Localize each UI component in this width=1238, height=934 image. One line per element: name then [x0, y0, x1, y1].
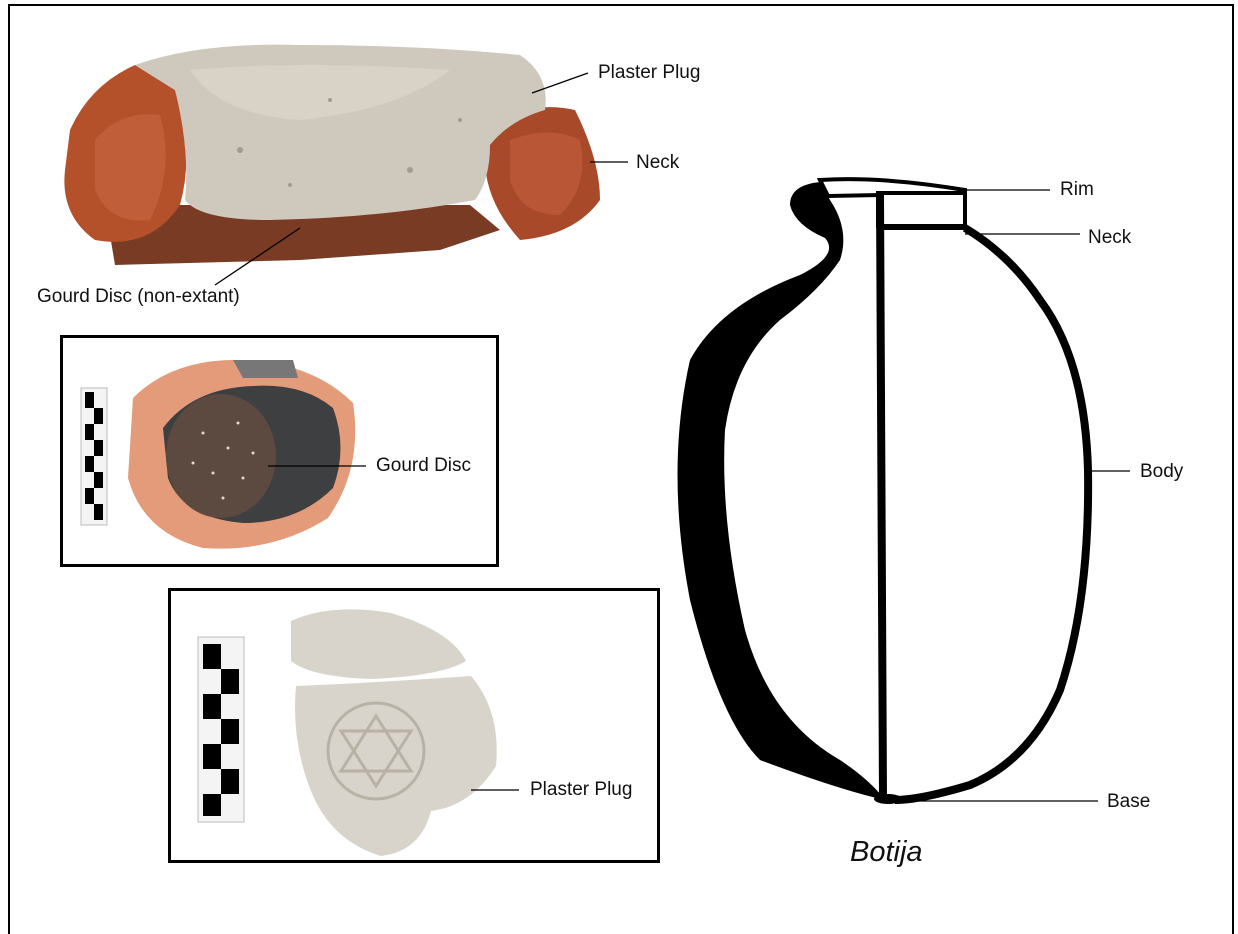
botija-centre-line — [880, 195, 883, 800]
rim-detail — [878, 193, 965, 226]
botija-outer-profile — [895, 228, 1088, 800]
label-rim: Rim — [1060, 180, 1094, 199]
label-body: Body — [1140, 462, 1183, 481]
botija-section-wall — [678, 182, 886, 800]
botija-title: Botija — [850, 838, 923, 867]
label-base: Base — [1107, 792, 1150, 811]
label-neck: Neck — [1088, 228, 1131, 247]
